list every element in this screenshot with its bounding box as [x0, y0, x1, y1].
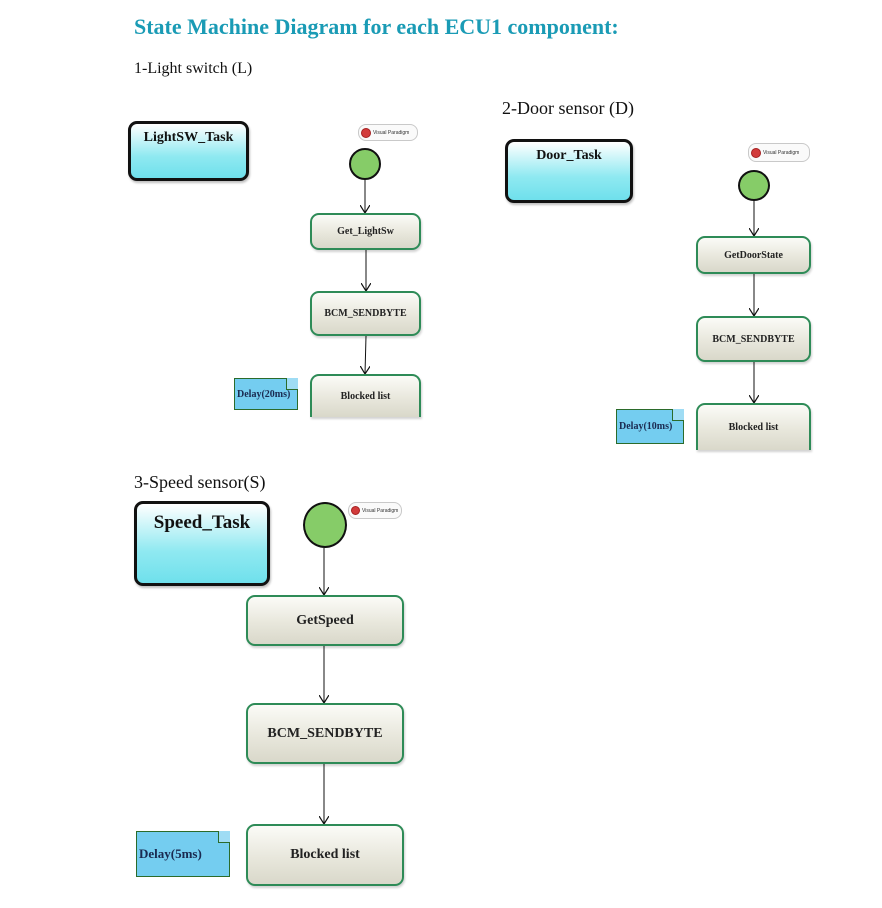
speed-initial-state [303, 502, 347, 548]
section-heading-door-sensor: 2-Door sensor (D) [502, 98, 634, 118]
section-heading-speed-sensor: 3-Speed sensor(S) [134, 472, 266, 492]
visual-paradigm-watermark: Visual Paradigm [748, 143, 810, 162]
light-state-bcm-sendbyte: BCM_SENDBYTE [310, 291, 421, 336]
speed-state-blocked-list: Blocked list [246, 824, 404, 886]
speed-delay-note: Delay(5ms) [136, 831, 230, 877]
speed-note-fold-icon [218, 831, 230, 843]
door-state-blocked-list: Blocked list [696, 403, 811, 450]
visual-paradigm-logo-icon [361, 127, 371, 138]
speed-task-box: Speed_Task [134, 501, 270, 586]
door-task-box: Door_Task [505, 139, 633, 203]
visual-paradigm-logo-icon [351, 506, 360, 515]
watermark-label: Visual Paradigm [763, 149, 800, 156]
door-state-bcm-sendbyte: BCM_SENDBYTE [696, 316, 811, 362]
door-note-fold-icon [672, 409, 684, 421]
watermark-label: Visual Paradigm [373, 129, 410, 136]
section-heading-light-switch: 1-Light switch (L) [134, 60, 253, 77]
arrow-light-send-to-blocked [365, 335, 366, 374]
visual-paradigm-watermark: Visual Paradigm [348, 502, 402, 519]
visual-paradigm-logo-icon [751, 147, 761, 158]
light-state-get-lightsw: Get_LightSw [310, 213, 421, 250]
light-note-fold-icon [286, 378, 298, 390]
door-initial-state [738, 170, 770, 201]
speed-state-bcm-sendbyte: BCM_SENDBYTE [246, 703, 404, 764]
light-switch-task-box: LightSW_Task [128, 121, 249, 181]
page-title: State Machine Diagram for each ECU1 comp… [134, 14, 619, 39]
door-state-getdoorstate: GetDoorState [696, 236, 811, 274]
speed-state-getspeed: GetSpeed [246, 595, 404, 646]
watermark-label: Visual Paradigm [362, 507, 399, 514]
light-state-blocked-list: Blocked list [310, 374, 421, 417]
visual-paradigm-watermark: Visual Paradigm [358, 124, 418, 141]
light-initial-state [349, 148, 381, 180]
